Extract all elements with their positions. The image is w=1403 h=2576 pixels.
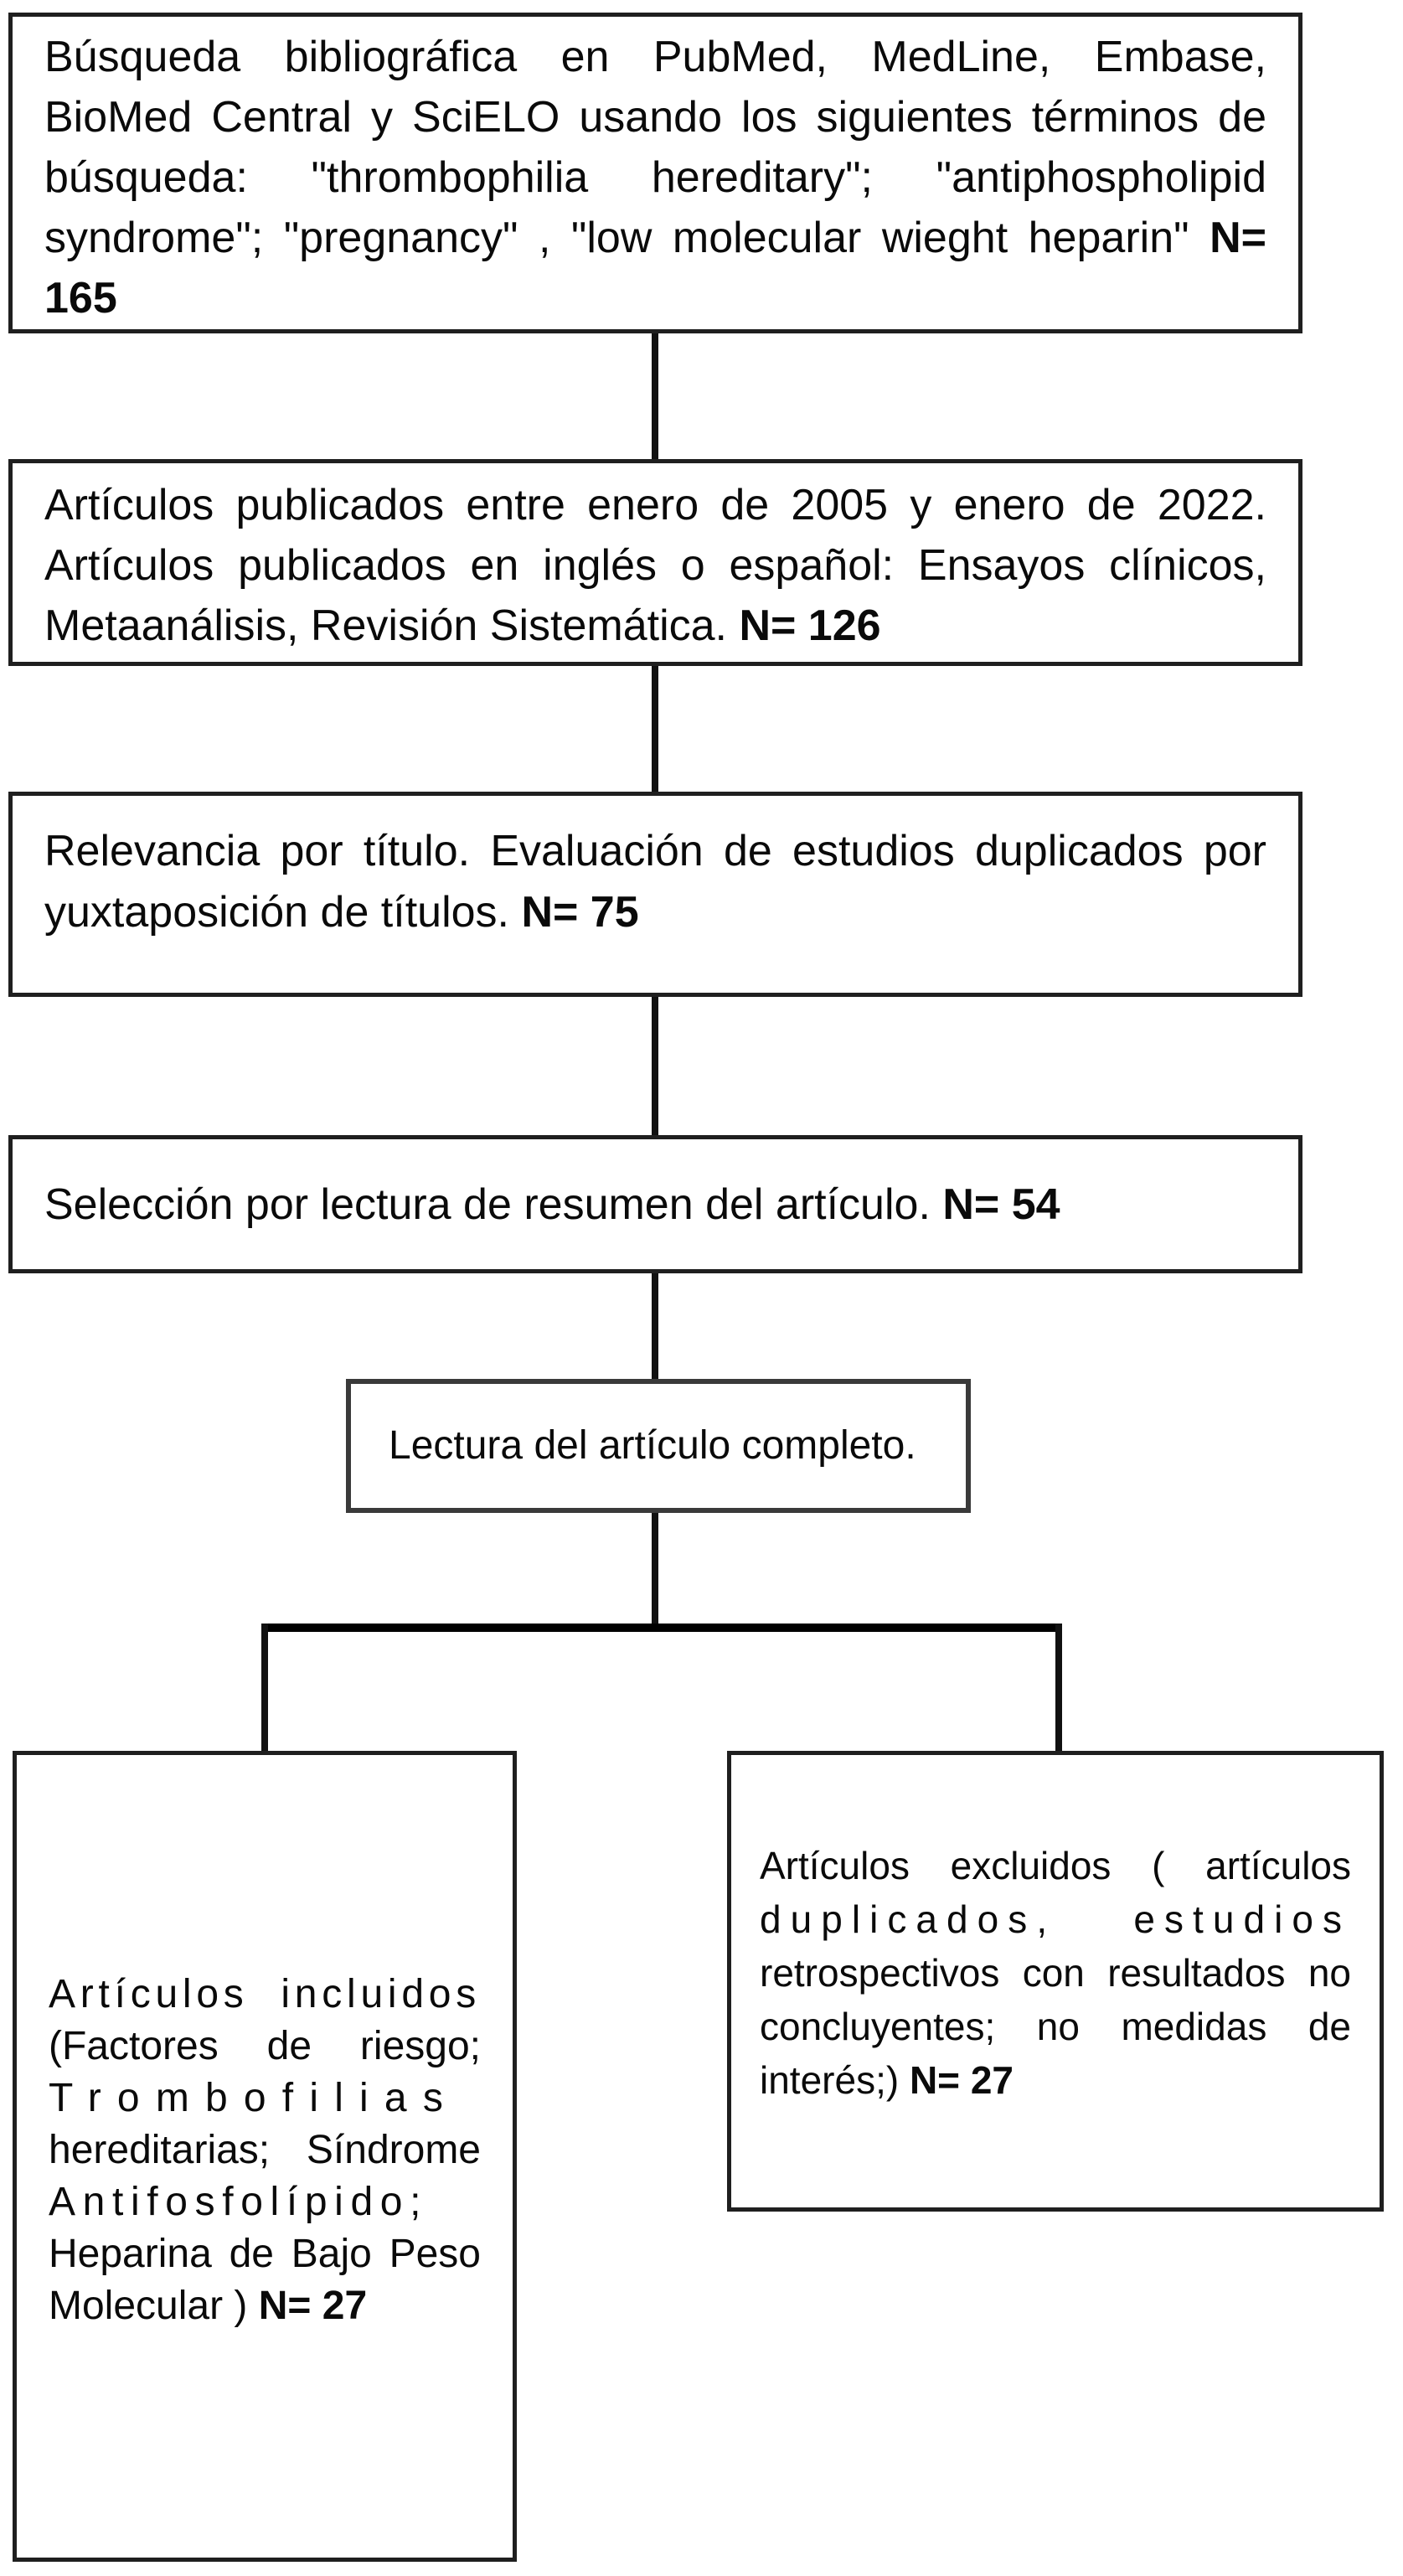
text-line: syndrome"; "pregnancy" , "low molecular … (44, 214, 1266, 262)
text-line: Búsqueda bibliográfica en PubMed, MedLin… (44, 33, 1266, 81)
text-line: retrospectivos con resultados no (760, 1951, 1351, 1995)
text-line: Heparina de Bajo Peso (49, 2232, 481, 2276)
text-line: (Factores de riesgo; (49, 2024, 481, 2068)
text-line: Trombofilias (49, 2076, 460, 2120)
connector-search-to-filter (652, 333, 658, 459)
text-line: duplicados, estudios (760, 1897, 1351, 1941)
box-date-language-filter: Artículos publicados entre enero de 2005… (8, 459, 1302, 666)
text-line: Metaanálisis, Revisión Sistemática. N= 1… (44, 601, 881, 650)
connector-filter-to-title-relevance (652, 666, 658, 792)
box-title-relevance-screening: Relevancia por título. Evaluación de est… (8, 792, 1302, 997)
box-literature-search: Búsqueda bibliográfica en PubMed, MedLin… (8, 13, 1302, 333)
text-line: hereditarias; Síndrome (49, 2128, 481, 2172)
branch-to-included (261, 1624, 268, 1751)
box-full-text-reading: Lectura del artículo completo. (346, 1379, 971, 1513)
text-line: Relevancia por título. Evaluación de est… (44, 827, 1266, 875)
text-line: BioMed Central y SciELO usando los sigui… (44, 93, 1266, 142)
connector-abstract-to-fulltext (652, 1273, 658, 1379)
box-abstract-selection: Selección por lectura de resumen del art… (8, 1135, 1302, 1273)
text-line: Artículos excluidos ( artículos (760, 1844, 1351, 1887)
text-line: interés;) N= 27 (760, 2058, 1014, 2102)
branch-horizontal-bar (261, 1624, 1062, 1632)
text-line: Artículos publicados entre enero de 2005… (44, 481, 1266, 529)
text-line: Artículos publicados en inglés o español… (44, 541, 1266, 590)
text-line: Antifosfolípido; (49, 2180, 429, 2224)
box-excluded-articles: Artículos excluidos ( artículos duplicado… (727, 1751, 1384, 2212)
connector-fulltext-to-branch (652, 1513, 658, 1627)
text-line: Lectura del artículo completo. (389, 1423, 916, 1468)
text-line: yuxtaposición de títulos. N= 75 (44, 888, 639, 937)
text-line: 165 (44, 274, 117, 323)
text-line: Artículos incluidos (49, 1972, 481, 2016)
text-line: búsqueda: "thrombophilia hereditary"; "a… (44, 153, 1266, 202)
text-line: concluyentes; no medidas de (760, 2005, 1351, 2048)
branch-to-excluded (1055, 1624, 1062, 1751)
text-line: Molecular ) N= 27 (49, 2284, 368, 2328)
text-line: Selección por lectura de resumen del art… (44, 1180, 1060, 1229)
connector-title-relevance-to-abstract (652, 997, 658, 1135)
box-included-articles: Artículos incluidos (Factores de riesgo; T… (13, 1751, 517, 2562)
